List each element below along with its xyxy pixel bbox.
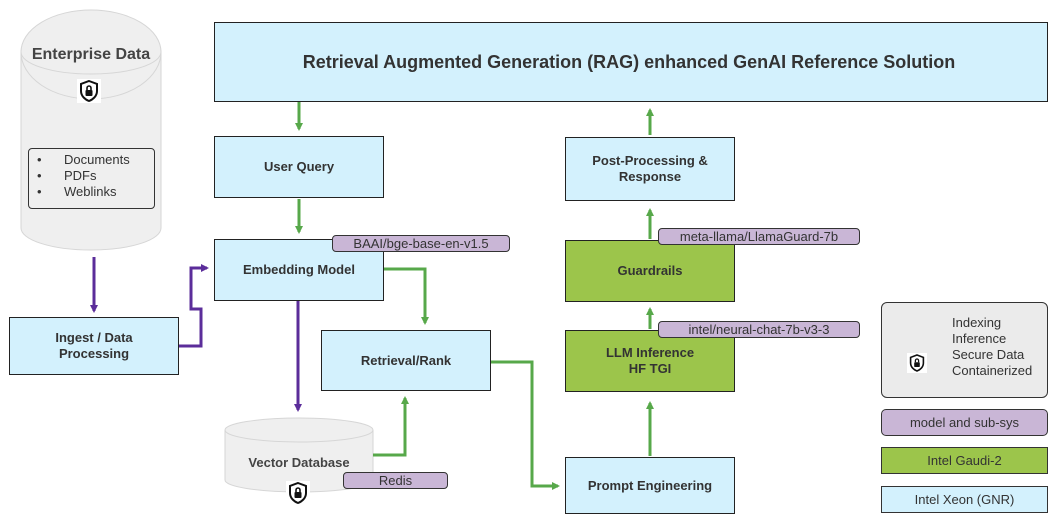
arrow-embedding-to-retrieval — [384, 267, 429, 325]
page-title: Retrieval Augmented Generation (RAG) enh… — [302, 52, 956, 72]
post-processing-label: Post-Processing & — [592, 153, 708, 168]
enterprise-data-cylinder — [20, 9, 162, 251]
ingest-node[interactable]: Ingest / Data Processing — [9, 317, 179, 375]
vector-database-label: Vector Database — [248, 455, 350, 470]
legend-inference-label: Inference — [952, 331, 1007, 346]
post-processing-node[interactable]: Post-Processing & Response — [565, 137, 735, 201]
arrow-retrieval-to-prompt — [491, 360, 560, 490]
shield-lock-icon — [286, 481, 310, 505]
guardrails-label: Guardrails — [617, 263, 683, 278]
ingest-label: Ingest / Data Processing — [55, 330, 133, 361]
solution-title-box: Retrieval Augmented Generation (RAG) enh… — [214, 22, 1048, 102]
llm-inference-label-2: HF TGI — [628, 361, 672, 376]
arrow-vectordb-to-retrieval — [373, 396, 409, 457]
llm-inference-node[interactable]: LLM Inference HF TGI — [565, 330, 735, 392]
embedding-model-label: Embedding Model — [243, 262, 355, 277]
prompt-engineering-node[interactable]: Prompt Engineering — [565, 457, 735, 514]
llm-inference-label: LLM Inference — [605, 345, 695, 360]
list-item: •Documents — [37, 152, 130, 167]
legend-secure-label: Secure Data — [952, 347, 1025, 362]
enterprise-data-label: Enterprise Data — [31, 46, 151, 63]
list-item: •Weblinks — [37, 184, 117, 199]
legend-containerized-label: Containerized — [952, 363, 1033, 378]
legend: Indexing Inference Secure Data Container… — [881, 302, 1048, 398]
retrieval-rank-label: Retrieval/Rank — [360, 352, 452, 368]
legend-intel-xeon: Intel Xeon (GNR) — [881, 486, 1048, 513]
user-query-label: User Query — [263, 159, 335, 174]
vector-database-cylinder — [224, 417, 374, 493]
retrieval-rank-node[interactable]: Retrieval/Rank — [321, 330, 491, 391]
prompt-engineering-label: Prompt Engineering — [587, 477, 713, 493]
arrow-ingest-to-embedding — [179, 264, 209, 348]
vector-database-tag: Redis — [343, 472, 448, 489]
list-item: •PDFs — [37, 168, 97, 183]
legend-model-subsys: model and sub-sys — [881, 409, 1048, 436]
legend-intel-gaudi: Intel Gaudi-2 — [881, 447, 1048, 474]
post-processing-label-2: Response — [618, 169, 682, 184]
shield-lock-icon — [77, 79, 101, 103]
shield-lock-icon — [907, 353, 927, 373]
guardrails-node[interactable]: Guardrails — [565, 240, 735, 302]
legend-indexing-label: Indexing — [952, 315, 1002, 330]
llm-inference-tag: intel/neural-chat-7b-v3-3 — [658, 321, 860, 338]
embedding-model-tag: BAAI/bge-base-en-v1.5 — [332, 235, 510, 252]
guardrails-tag: meta-llama/LlamaGuard-7b — [658, 228, 860, 245]
enterprise-data-list: •Documents •PDFs •Weblinks — [28, 148, 155, 209]
user-query-node[interactable]: User Query — [214, 136, 384, 198]
